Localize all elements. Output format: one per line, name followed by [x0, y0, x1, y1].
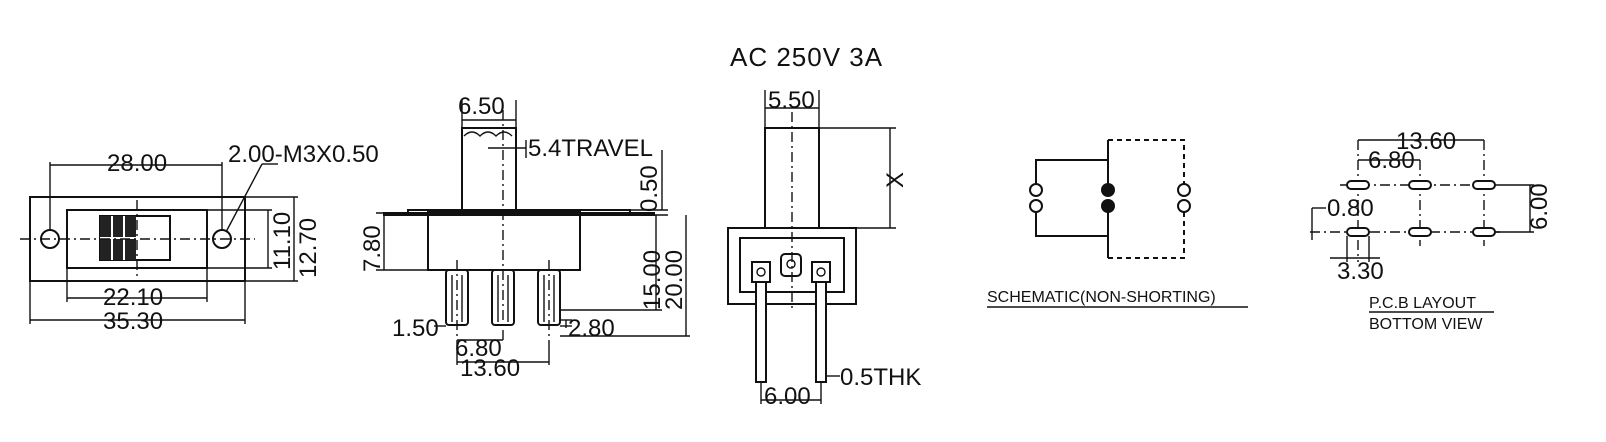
dim-pcb-slot-width: 0.80: [1327, 195, 1374, 222]
dim-terminal-spacing: 6.00: [764, 383, 811, 410]
schematic-contact-r1: [1177, 183, 1191, 197]
dim-pcb-slot-length: 3.30: [1337, 258, 1384, 285]
pcb-pad: [1472, 180, 1496, 190]
side-view: 5.50 X 6.00 0.5THK: [727, 87, 921, 410]
schematic-contact-l2: [1029, 199, 1043, 213]
pcb-pad: [1408, 180, 1432, 190]
dim-overall-length: 35.30: [103, 308, 163, 335]
dim-body-height: 7.80: [359, 225, 386, 272]
schematic-common-2: [1101, 199, 1115, 213]
schematic-contact-l1: [1029, 183, 1043, 197]
side-lead-right: [815, 281, 827, 383]
schematic-label: SCHEMATIC(NON-SHORTING): [987, 289, 1216, 306]
front-view: 6.50 5.4TRAVEL 0.50 7.80 15.00 20.00 1.5…: [359, 93, 690, 382]
dim-pcb-row-spacing: 6.00: [1526, 183, 1553, 230]
dim-mount-spacing: 28.00: [107, 150, 167, 177]
dim-pcb-pitch: 6.80: [1368, 147, 1415, 174]
pcb-pad: [1472, 227, 1496, 237]
dim-pin-width: 1.50: [392, 315, 439, 342]
dim-travel: 5.4TRAVEL: [528, 135, 653, 162]
schematic-contact-r2: [1177, 199, 1191, 213]
actuator: [461, 127, 517, 213]
front-housing: [427, 211, 581, 271]
pin-3: [537, 269, 561, 326]
pcb-pad: [1408, 227, 1432, 237]
dim-height-inner: 11.10: [269, 212, 296, 270]
dim-pin-span: 13.60: [460, 355, 520, 382]
dim-terminal-thickness: 0.5THK: [840, 364, 921, 391]
dim-pin-pitch: 6.80: [455, 335, 502, 362]
dim-pin-length: 2.80: [568, 315, 615, 342]
rating-label: AC 250V 3A: [730, 42, 883, 72]
dim-flange-thickness: 0.50: [636, 165, 663, 212]
dim-actuator-width: 6.50: [458, 93, 505, 120]
pcb-label-line1: P.C.B LAYOUT: [1369, 295, 1476, 312]
dim-overall-height: 20.00: [661, 250, 688, 310]
schematic-common-1: [1101, 183, 1115, 197]
pcb-label-line2: BOTTOM VIEW: [1369, 316, 1483, 333]
dim-height-outer: 12.70: [295, 218, 322, 278]
pcb-layout: 13.60 6.80 6.00 0.80 3.30 P.C.B LAYOUT B…: [1310, 128, 1553, 333]
dim-height-to-pins: 15.00: [639, 250, 666, 310]
pcb-pad: [1346, 227, 1370, 237]
schematic: SCHEMATIC(NON-SHORTING): [987, 139, 1248, 308]
dim-side-actuator-width: 5.50: [768, 87, 815, 114]
dim-hole-spec: 2.00-M3X0.50: [228, 141, 379, 168]
dim-inner-width: 22.10: [103, 284, 163, 311]
side-lead-left: [755, 281, 767, 383]
side-terminal-center: [780, 253, 802, 277]
pin-1: [445, 269, 469, 326]
dim-pcb-pitch-span: 13.60: [1396, 128, 1456, 155]
dim-side-actuator-height: X: [882, 172, 909, 188]
pcb-pad: [1346, 180, 1370, 190]
top-view: 28.00 2.00-M3X0.50 22.10 35.30 11.10 12.…: [20, 141, 379, 335]
